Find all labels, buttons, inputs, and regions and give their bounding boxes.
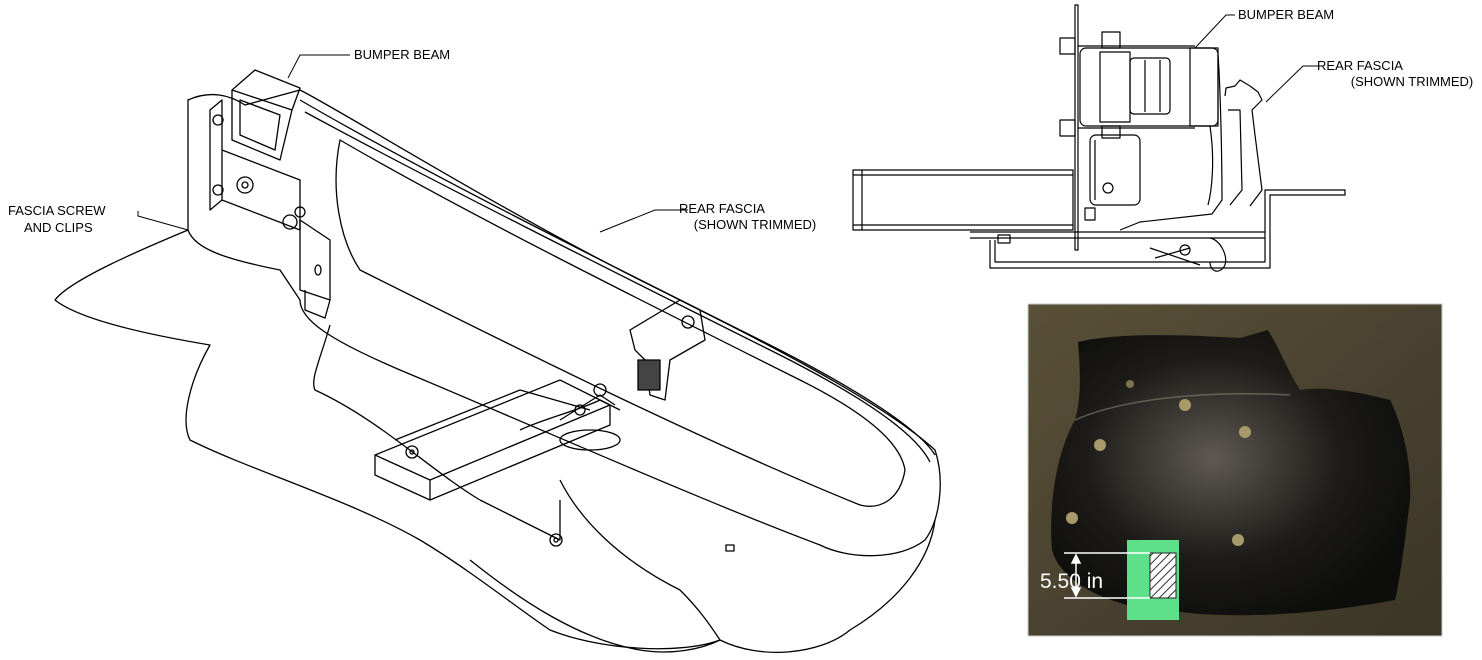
side-fascia-profile [1119, 54, 1223, 231]
side-bumper-beam [1079, 47, 1219, 127]
side-callout-leaders [1194, 14, 1320, 103]
hitch-bracket [629, 299, 706, 401]
receiver-tube [374, 379, 621, 547]
callout-rear-fascia-note: (SHOWN TRIMMED) [694, 217, 817, 232]
side-hanger-bracket [1089, 134, 1141, 206]
trimmed-fascia-photo: 5.50 in [1028, 304, 1442, 636]
left-callout-leaders [137, 54, 688, 233]
frame-plate [1074, 4, 1079, 251]
fascia-inner-panel [335, 139, 906, 507]
callout-fascia-screw-clips: AND CLIPS [24, 220, 93, 235]
isometric-view [54, 69, 941, 653]
fascia-sheet-outline [54, 229, 936, 653]
fascia-flap-2 [469, 559, 721, 653]
callout-fascia-screw: FASCIA SCREW [8, 203, 106, 218]
side-view [852, 4, 1346, 272]
vertical-bracket [299, 219, 331, 319]
side-callout-rear-fascia: REAR FASCIA [1317, 58, 1403, 73]
mount-plate [209, 99, 306, 231]
side-receiver-tube [852, 169, 1074, 231]
small-clip [725, 544, 735, 552]
hatched-cut-area [1149, 552, 1177, 599]
dimension-label: 5.50 in [1040, 570, 1103, 593]
side-lower-frame [970, 189, 1346, 272]
side-callout-bumper-beam: BUMPER BEAM [1238, 7, 1334, 22]
fascia-lower-edge [313, 324, 481, 501]
fascia-top-ridge-2 [304, 111, 931, 463]
callout-bumper-beam: BUMPER BEAM [354, 47, 450, 62]
photo-border [1027, 303, 1443, 637]
callout-rear-fascia: REAR FASCIA [679, 201, 765, 216]
dimension-marker [1064, 552, 1150, 599]
fascia-flap [559, 479, 721, 641]
side-bolts [1059, 31, 1195, 139]
fascia-body [187, 89, 941, 557]
side-callout-rear-fascia-note: (SHOWN TRIMMED) [1351, 74, 1474, 89]
side-fascia-trim [1224, 79, 1263, 207]
bumper-beam [231, 69, 301, 161]
